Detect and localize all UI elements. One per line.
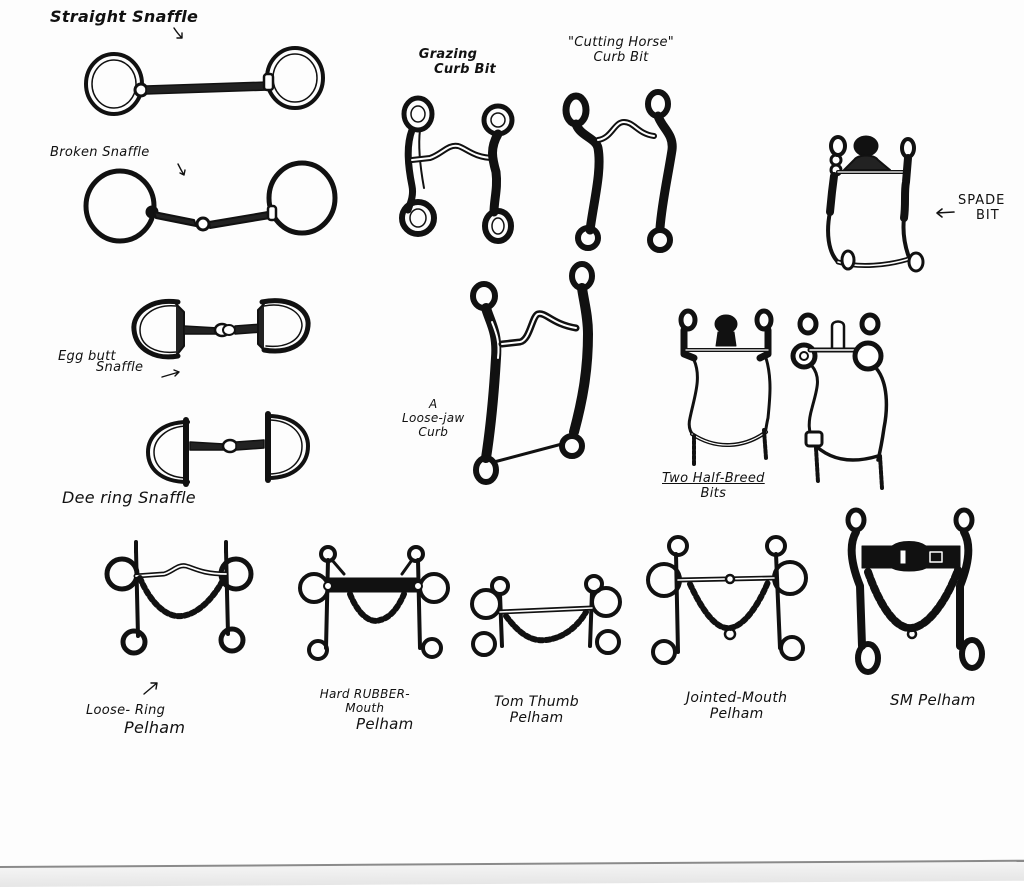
label-line: Snaffle — [96, 359, 144, 375]
label-line: Bits — [700, 485, 727, 501]
label-line: Pelham — [509, 710, 564, 727]
loose-jaw-curb-drawing — [470, 262, 600, 488]
arrow-icon — [173, 27, 183, 39]
arrow-icon — [161, 369, 180, 378]
label-line: Egg butt — [58, 349, 116, 364]
label-hard-rubber-mouth-pelham: Hard RUBBER- Mouth Pelham — [316, 687, 414, 733]
label-egg-butt-snaffle: Egg butt Snaffle — [58, 349, 144, 376]
hard-rubber-mouth-pelham-drawing — [298, 544, 450, 660]
label-line: SPADE — [958, 193, 1006, 208]
label-sm-pelham: SM Pelham — [890, 691, 976, 709]
label-line: Tom Thumb — [494, 694, 579, 710]
label-line: Loose-jaw — [402, 410, 465, 425]
label-line: Grazing — [418, 47, 478, 62]
straight-snaffle-drawing — [84, 44, 326, 120]
label-line: "Cutting Horse" — [568, 35, 675, 50]
label-line: BIT — [976, 207, 1000, 223]
half-breed-bit-2-drawing — [792, 312, 896, 492]
loose-ring-pelham-drawing — [106, 538, 256, 658]
label-line: Curb — [418, 424, 449, 439]
label-line: Mouth — [345, 700, 385, 715]
sm-pelham-drawing — [842, 506, 990, 676]
label-dee-ring-snaffle: Dee ring Snaffle — [62, 488, 196, 507]
label-spade-bit: SPADE BIT — [958, 193, 1006, 224]
label-line: Loose- Ring — [86, 703, 166, 718]
label-line: Hard RUBBER- — [319, 687, 410, 701]
grazing-curb-bit-drawing — [398, 96, 518, 246]
broken-snaffle-drawing — [84, 162, 340, 244]
label-loose-ring-pelham: Loose- Ring Pelham — [86, 703, 186, 737]
label-grazing-curb-bit: Grazing Curb Bit — [400, 47, 497, 78]
label-line: Pelham — [356, 714, 414, 733]
half-breed-bit-1-drawing — [676, 308, 778, 468]
label-two-half-breed-bits: Two Half-Breed Bits — [662, 471, 765, 502]
dee-ring-snaffle-drawing — [146, 414, 310, 486]
spade-bit-drawing — [818, 132, 930, 278]
label-line: Pelham — [124, 717, 186, 737]
label-line: Curb Bit — [434, 61, 497, 77]
label-line: Jointed-Mouth — [686, 690, 788, 706]
egg-butt-snaffle-drawing — [130, 296, 312, 362]
label-cutting-horse-curb-bit: "Cutting Horse" Curb Bit — [568, 35, 675, 66]
tom-thumb-pelham-drawing — [470, 576, 622, 662]
label-line: Two Half-Breed — [662, 471, 765, 486]
jointed-mouth-pelham-drawing — [646, 536, 810, 664]
arrow-icon — [143, 682, 158, 695]
label-tom-thumb-pelham: Tom Thumb Pelham — [494, 694, 579, 726]
label-line: Curb Bit — [593, 49, 649, 65]
arrow-icon — [936, 208, 955, 218]
label-line: Pelham — [709, 706, 764, 723]
label-line: A — [429, 397, 438, 411]
label-loose-jaw-curb: A Loose-jaw Curb — [402, 397, 465, 439]
label-broken-snaffle: Broken Snaffle — [50, 145, 150, 160]
cutting-horse-curb-bit-drawing — [562, 90, 682, 256]
arrow-icon — [177, 163, 186, 176]
label-jointed-mouth-pelham: Jointed-Mouth Pelham — [686, 690, 787, 722]
label-straight-snaffle: Straight Snaffle — [50, 7, 199, 26]
